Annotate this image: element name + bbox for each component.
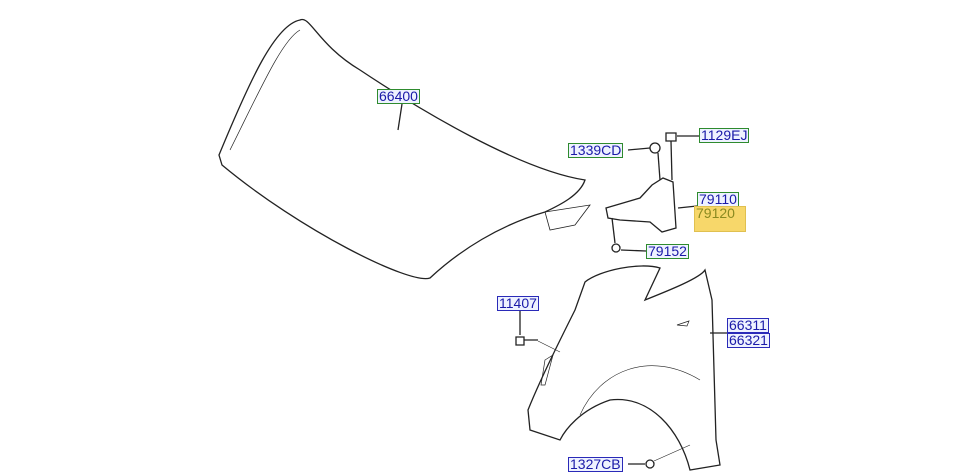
leader-bolt-axis (537, 340, 561, 353)
part-label-66400[interactable]: 66400 (377, 88, 420, 104)
part-label-1129ej[interactable]: 1129EJ (699, 127, 750, 143)
part-label-79120-highlighted[interactable]: 79120 (694, 206, 746, 232)
clip-axis (653, 444, 691, 462)
leader-79152 (620, 249, 647, 252)
hood-panel[interactable] (218, 18, 591, 280)
leader-1339cd (627, 147, 651, 151)
part-label-79152[interactable]: 79152 (646, 243, 689, 259)
part-label-11407[interactable]: 11407 (497, 295, 539, 311)
part-label-66321[interactable]: 66321 (727, 332, 770, 348)
part-label-1339cd[interactable]: 1339CD (568, 142, 624, 158)
fender[interactable] (527, 265, 721, 471)
fender-clip (645, 459, 655, 469)
leader-66400 (397, 103, 403, 131)
part-label-66311[interactable]: 66311 (727, 317, 769, 333)
fender-bolt (515, 336, 538, 346)
part-label-1327cb[interactable]: 1327CB (568, 456, 623, 472)
leader-79110 (677, 205, 698, 209)
